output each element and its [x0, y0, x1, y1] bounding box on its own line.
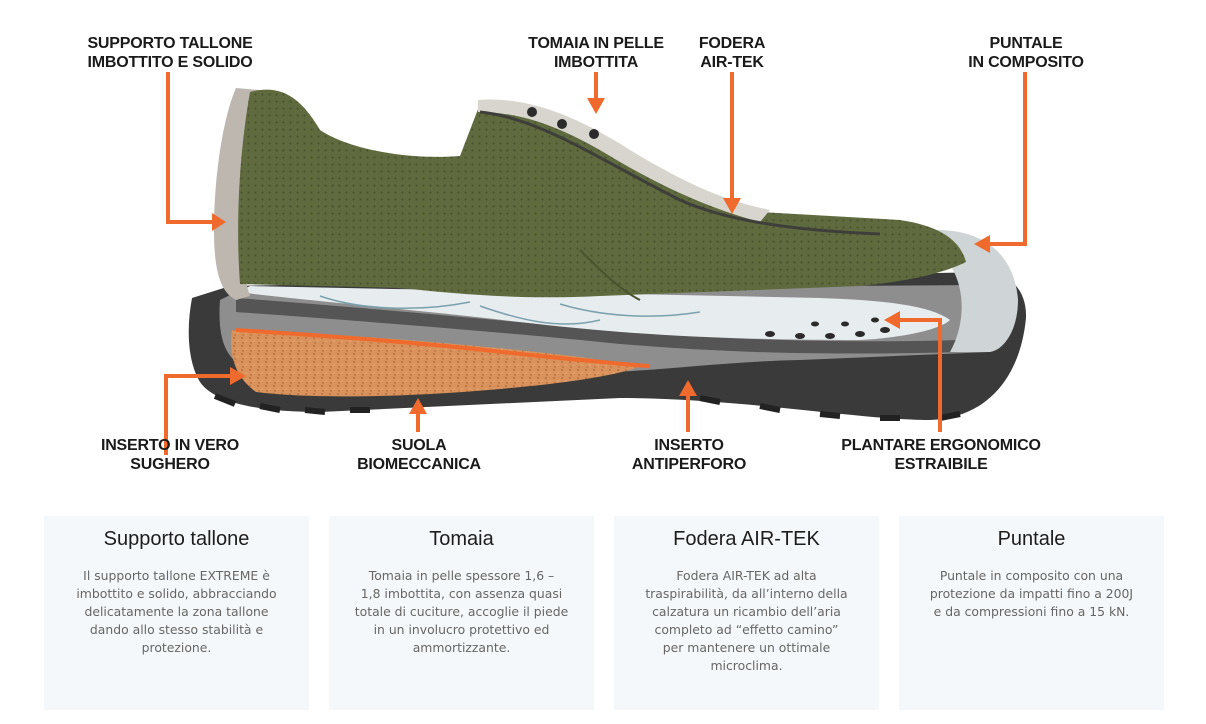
card-line: e da compressioni fino a 15 kN.	[933, 604, 1130, 619]
feature-cards: Supporto tallone Il supporto tallone EXT…	[44, 516, 1164, 710]
insole	[238, 286, 950, 340]
callout-sole-line1: SUOLA	[391, 437, 447, 454]
heel-support	[214, 88, 260, 300]
card-line: traspirabilità, da all’interno della	[645, 586, 848, 601]
callout-upper-line2: IMBOTTITA	[553, 54, 639, 71]
card-upper: Tomaia Tomaia in pelle spessore 1,6 – 1,…	[329, 516, 594, 710]
card-line: calzatura un ricambio dell’aria	[652, 604, 841, 619]
callout-heel-support-line2: IMBOTTITO E SOLIDO	[87, 54, 253, 71]
tongue-padding	[478, 99, 770, 222]
card-line: protezione.	[141, 640, 212, 655]
callout-upper: TOMAIA IN PELLE IMBOTTITA	[516, 34, 676, 72]
outsole-tread	[213, 393, 961, 421]
card-line: imbottito e solido, abbracciando	[76, 586, 277, 601]
anti-perforation-layer	[235, 328, 651, 368]
card-description: Il supporto tallone EXTREME è imbottito …	[62, 567, 291, 657]
card-description: Tomaia in pelle spessore 1,6 – 1,8 imbot…	[347, 567, 576, 657]
card-heel-support: Supporto tallone Il supporto tallone EXT…	[44, 516, 309, 710]
card-line: completo ad “effetto camino”	[654, 622, 839, 637]
card-line: ammortizzante.	[412, 640, 511, 655]
callout-toe-cap-line2: IN COMPOSITO	[968, 54, 1084, 71]
callout-upper-line1: TOMAIA IN PELLE	[528, 35, 664, 52]
callout-lining: FODERA AIR-TEK	[682, 34, 782, 72]
cork-insert	[231, 330, 640, 397]
card-title: Fodera AIR-TEK	[673, 528, 820, 550]
card-line: per mantenere un ottimale	[662, 640, 831, 655]
callout-lining-line1: FODERA	[698, 35, 766, 52]
callout-sole: SUOLA BIOMECCANICA	[344, 436, 494, 474]
card-toe-cap: Puntale Puntale in composito con una pro…	[899, 516, 1164, 710]
card-line: Fodera AIR-TEK ad alta	[676, 568, 817, 583]
insole-lines	[319, 295, 701, 325]
lining-edge	[479, 110, 881, 236]
insole-holes	[765, 317, 890, 339]
card-description: Fodera AIR-TEK ad alta traspirabilità, d…	[632, 567, 861, 675]
card-description: Puntale in composito con una protezione …	[917, 567, 1146, 621]
callout-anti-perforation: INSERTO ANTIPERFORO	[622, 436, 756, 474]
card-line: 1,8 imbottita, con assenza quasi	[360, 586, 563, 601]
callout-insole-line2: ESTRAIBILE	[894, 456, 988, 473]
callout-cork-insert-line2: SUGHERO	[130, 456, 210, 473]
card-lining: Fodera AIR-TEK Fodera AIR-TEK ad alta tr…	[614, 516, 879, 710]
tongue-holes	[527, 107, 599, 139]
callout-sole-line2: BIOMECCANICA	[357, 456, 481, 473]
shoe-cutaway-illustration	[164, 72, 1027, 455]
card-line: protezione da impatti fino a 200J	[929, 586, 1134, 601]
card-title: Supporto tallone	[103, 528, 250, 550]
callout-insole: PLANTARE ERGONOMICO ESTRAIBILE	[836, 436, 1046, 474]
card-line: Il supporto tallone EXTREME è	[83, 568, 270, 583]
callout-anti-perforation-line2: ANTIPERFORO	[631, 456, 747, 473]
upper	[238, 89, 967, 298]
card-line: microclima.	[710, 658, 783, 673]
upper-seam	[579, 249, 641, 301]
card-line: in un involucro protettivo ed	[373, 622, 550, 637]
callout-toe-cap: PUNTALE IN COMPOSITO	[956, 34, 1096, 72]
card-line: totale di cuciture, accoglie il piede	[354, 604, 569, 619]
card-line: Puntale in composito con una	[939, 568, 1124, 583]
callout-lining-line2: AIR-TEK	[700, 54, 764, 71]
card-title: Tomaia	[429, 528, 494, 550]
callout-heel-support-line1: SUPPORTO TALLONE	[87, 35, 253, 52]
card-title: Puntale	[997, 528, 1066, 550]
felt-layer	[236, 298, 960, 354]
callout-toe-cap-line1: PUNTALE	[989, 35, 1063, 52]
callout-cork-insert-line1: INSERTO IN VERO	[100, 437, 240, 454]
callout-heel-support: SUPPORTO TALLONE IMBOTTITO E SOLIDO	[78, 34, 262, 72]
callout-arrowheads	[212, 98, 990, 414]
callout-insole-line1: PLANTARE ERGONOMICO	[841, 437, 1041, 454]
callout-arrows	[164, 72, 1027, 455]
card-line: Tomaia in pelle spessore 1,6 –	[368, 568, 555, 583]
callout-cork-insert: INSERTO IN VERO SUGHERO	[90, 436, 250, 474]
card-line: dando allo stesso stabilità e	[89, 622, 264, 637]
callout-anti-perforation-line1: INSERTO	[654, 437, 724, 454]
card-line: delicatamente la zona tallone	[84, 604, 269, 619]
